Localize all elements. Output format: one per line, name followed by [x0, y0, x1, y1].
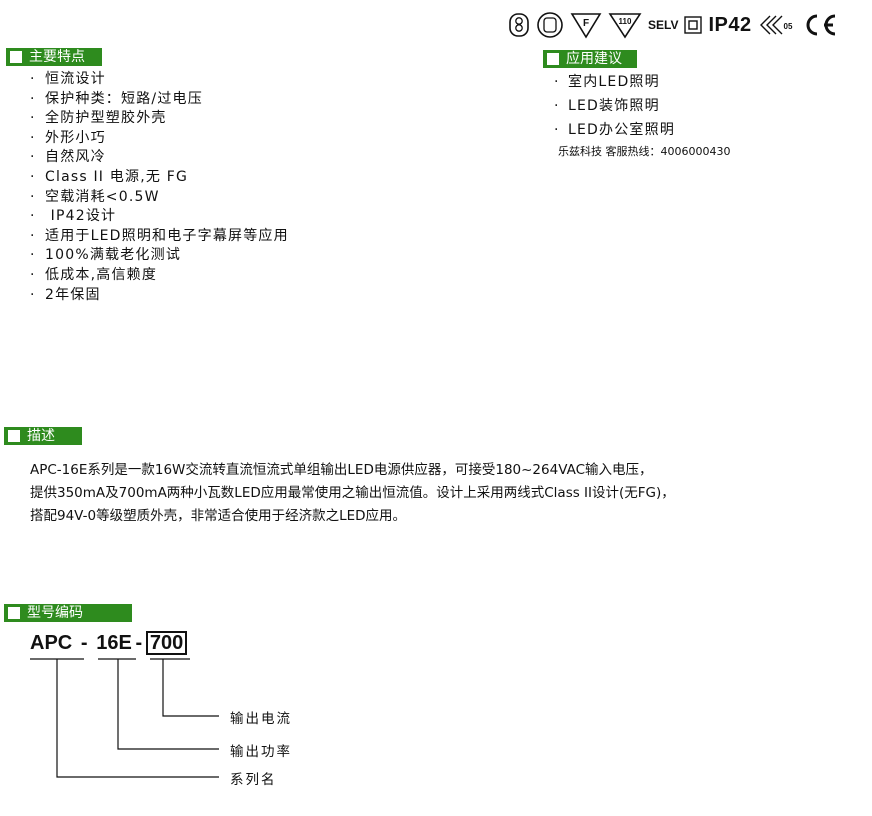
features-list: ·恒流设计 ·保护种类：短路/过电压 ·全防护型塑胶外壳 ·外形小巧 ·自然风冷…: [30, 70, 289, 305]
ccc-mark-text: 05: [783, 22, 792, 31]
description-line: 搭配94V-0等级塑质外壳，非常适合使用于经济款之LED应用。: [30, 508, 407, 524]
features-title: 主要特点: [29, 49, 85, 65]
applications-header: 应用建议: [543, 50, 637, 68]
model-current: 700: [145, 631, 188, 655]
applications-title: 应用建议: [566, 51, 622, 67]
ce-mark-icon: [806, 14, 835, 36]
description-title: 描述: [27, 428, 55, 444]
description-text: APC-16E系列是一款16W交流转直流恒流式单组输出LED电源供应器，可接受1…: [30, 459, 850, 528]
list-item: ·室内LED照明: [554, 74, 660, 90]
model-code-leader-lines: [30, 658, 219, 778]
model-separator: -: [135, 631, 143, 654]
model-code-title: 型号编码: [27, 605, 83, 621]
list-item: ·低成本,高信赖度: [30, 266, 158, 283]
legend-output-current: 输出电流: [230, 711, 292, 727]
description-line: APC-16E系列是一款16W交流转直流恒流式单组输出LED电源供应器，可接受1…: [30, 462, 653, 478]
f-mark-icon: F: [570, 13, 602, 39]
temperature-mark-text: 110: [619, 17, 632, 26]
service-hotline: 乐兹科技 客服热线：4006000430: [558, 145, 731, 158]
list-item: ·全防护型塑胶外壳: [30, 110, 167, 127]
header-square-icon: [8, 430, 20, 442]
list-item: ·外形小巧: [30, 129, 106, 146]
list-item: ·LED办公室照明: [554, 122, 676, 138]
ccc-mark-icon: 05: [759, 15, 793, 35]
certification-marks: F 110 SELV IP42 05: [508, 8, 860, 42]
safety-transformer-icon: [537, 12, 563, 38]
ip42-mark: IP42: [708, 13, 752, 36]
header-square-icon: [547, 53, 559, 65]
temperature-mark-icon: 110: [608, 13, 642, 39]
header-square-icon: [10, 51, 22, 63]
list-item: · IP42设计: [30, 208, 117, 225]
applications-list: ·室内LED照明 ·LED装饰照明 ·LED办公室照明: [554, 70, 675, 142]
legend-output-power: 输出功率: [230, 744, 292, 760]
model-series: APC: [30, 631, 73, 654]
list-item: ·保护种类：短路/过电压: [30, 90, 203, 107]
f-mark-text: F: [583, 18, 589, 29]
description-line: 提供350mA及700mA两种小瓦数LED应用最常使用之输出恒流值。设计上采用两…: [30, 485, 675, 501]
list-item: ·空载消耗<0.5W: [30, 188, 160, 205]
selv-mark: SELV: [648, 18, 679, 32]
features-header: 主要特点: [6, 48, 102, 66]
list-item: ·LED装饰照明: [554, 98, 660, 114]
transformer-icon: [509, 13, 529, 37]
model-code-header: 型号编码: [4, 604, 132, 622]
class-ii-icon: [684, 16, 703, 34]
list-item: ·Class II 电源,无 FG: [30, 168, 188, 185]
model-power: 16E: [96, 631, 132, 654]
list-item: ·恒流设计: [30, 71, 106, 87]
model-code: APC - 16E - 700: [30, 630, 188, 656]
list-item: ·适用于LED照明和电子字幕屏等应用: [30, 227, 289, 244]
model-separator: -: [80, 631, 88, 654]
list-item: ·100%满载老化测试: [30, 247, 182, 264]
description-header: 描述: [4, 427, 82, 445]
header-square-icon: [8, 607, 20, 619]
legend-series-name: 系列名: [230, 772, 277, 788]
list-item: ·自然风冷: [30, 149, 106, 166]
list-item: ·2年保固: [30, 286, 101, 303]
